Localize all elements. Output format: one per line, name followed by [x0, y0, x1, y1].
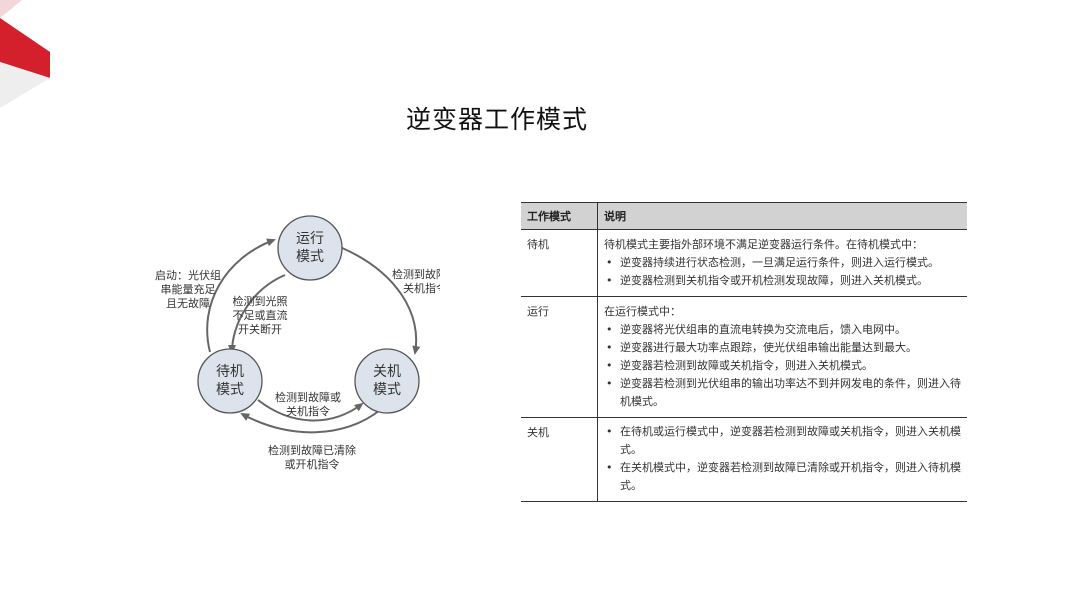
slide-title: 逆变器工作模式	[406, 105, 589, 134]
node-shutdown-mode: 关机 模式	[354, 348, 420, 414]
svg-text:关机: 关机	[373, 364, 401, 380]
svg-text:模式: 模式	[216, 382, 244, 398]
mode-name: 待机	[521, 229, 598, 297]
list-item: 逆变器若检测到故障或关机指令，则进入关机模式。	[604, 357, 961, 375]
svg-text:不足或直流: 不足或直流	[233, 308, 288, 322]
mode-description-table: 工作模式 说明 待机 待机模式主要指外部环境不满足逆变器运行条件。在待机模式中：…	[521, 202, 967, 502]
list-item: 逆变器若检测到光伏组串的输出功率达不到并网发电的条件，则进入待机模式。	[604, 375, 961, 411]
label-startup: 启动：光伏组 串能量充足 且无故障	[155, 268, 221, 310]
list-item: 在关机模式中，逆变器若检测到故障已清除或开机指令，则进入待机模式。	[604, 459, 961, 495]
mode-description: 在待机或运行模式中，逆变器若检测到故障或关机指令，则进入关机模式。 在关机模式中…	[597, 417, 967, 502]
svg-text:检测到故障或: 检测到故障或	[275, 390, 341, 404]
table-row: 关机 在待机或运行模式中，逆变器若检测到故障或关机指令，则进入关机模式。 在关机…	[521, 417, 967, 502]
svg-text:模式: 模式	[296, 249, 324, 265]
mode-transition-diagram: 运行 模式 待机 模式 关机 模式 启动：光伏组 串能量充足 且无故障 检测到故…	[155, 215, 440, 471]
description-intro: 在运行模式中：	[604, 305, 681, 318]
mode-name: 运行	[521, 296, 598, 418]
node-standby-mode: 待机 模式	[197, 348, 263, 414]
arrow-run-to-shutdown	[339, 246, 421, 355]
mode-name: 关机	[521, 417, 598, 502]
description-bullets: 逆变器将光伏组串的直流电转换为交流电后，馈入电网中。 逆变器进行最大功率点跟踪，…	[604, 321, 961, 411]
svg-text:关机指令: 关机指令	[403, 281, 440, 295]
svg-text:检测到光照: 检测到光照	[233, 294, 288, 308]
description-bullets: 逆变器持续进行状态检测，一旦满足运行条件，则进入运行模式。 逆变器检测到关机指令…	[604, 254, 961, 290]
table-header-row: 工作模式 说明	[521, 202, 967, 230]
svg-text:关机指令: 关机指令	[286, 404, 330, 418]
svg-text:运行: 运行	[296, 231, 324, 247]
table-row: 待机 待机模式主要指外部环境不满足逆变器运行条件。在待机模式中： 逆变器持续进行…	[521, 229, 967, 297]
description-intro: 待机模式主要指外部环境不满足逆变器运行条件。在待机模式中：	[604, 238, 923, 251]
header-description: 说明	[597, 202, 967, 230]
svg-text:或开机指令: 或开机指令	[285, 457, 340, 471]
header-mode: 工作模式	[521, 202, 598, 230]
svg-text:串能量充足: 串能量充足	[161, 282, 216, 296]
node-run-mode: 运行 模式	[277, 215, 343, 281]
label-shutdown-to-standby: 检测到故障已清除 或开机指令	[268, 443, 356, 471]
corner-accent-decoration	[0, 0, 50, 108]
svg-text:且无故障: 且无故障	[166, 296, 210, 310]
list-item: 逆变器持续进行状态检测，一旦满足运行条件，则进入运行模式。	[604, 254, 961, 272]
mode-description: 在运行模式中： 逆变器将光伏组串的直流电转换为交流电后，馈入电网中。 逆变器进行…	[597, 296, 967, 418]
arrow-run-to-standby	[228, 274, 286, 354]
description-bullets: 在待机或运行模式中，逆变器若检测到故障或关机指令，则进入关机模式。 在关机模式中…	[604, 423, 961, 495]
list-item: 逆变器检测到关机指令或开机检测发现故障，则进入关机模式。	[604, 272, 961, 290]
label-run-to-shutdown: 检测到故障或 关机指令	[392, 267, 440, 295]
label-run-to-standby: 检测到光照 不足或直流 开关断开	[233, 294, 288, 336]
svg-text:开关断开: 开关断开	[238, 322, 282, 336]
list-item: 在待机或运行模式中，逆变器若检测到故障或关机指令，则进入关机模式。	[604, 423, 961, 459]
arrow-startup	[206, 238, 276, 353]
label-standby-to-shutdown: 检测到故障或 关机指令	[275, 390, 341, 418]
svg-text:检测到故障已清除: 检测到故障已清除	[268, 443, 356, 457]
arrow-shutdown-to-standby	[240, 409, 381, 434]
mode-description: 待机模式主要指外部环境不满足逆变器运行条件。在待机模式中： 逆变器持续进行状态检…	[597, 229, 967, 297]
list-item: 逆变器将光伏组串的直流电转换为交流电后，馈入电网中。	[604, 321, 961, 339]
svg-text:待机: 待机	[216, 364, 244, 380]
list-item: 逆变器进行最大功率点跟踪，使光伏组串输出能量达到最大。	[604, 339, 961, 357]
arrow-standby-to-shutdown	[257, 399, 364, 422]
svg-text:启动：光伏组: 启动：光伏组	[155, 268, 221, 282]
table-row: 运行 在运行模式中： 逆变器将光伏组串的直流电转换为交流电后，馈入电网中。 逆变…	[521, 296, 967, 418]
svg-text:检测到故障或: 检测到故障或	[392, 267, 440, 281]
svg-text:模式: 模式	[373, 382, 401, 398]
